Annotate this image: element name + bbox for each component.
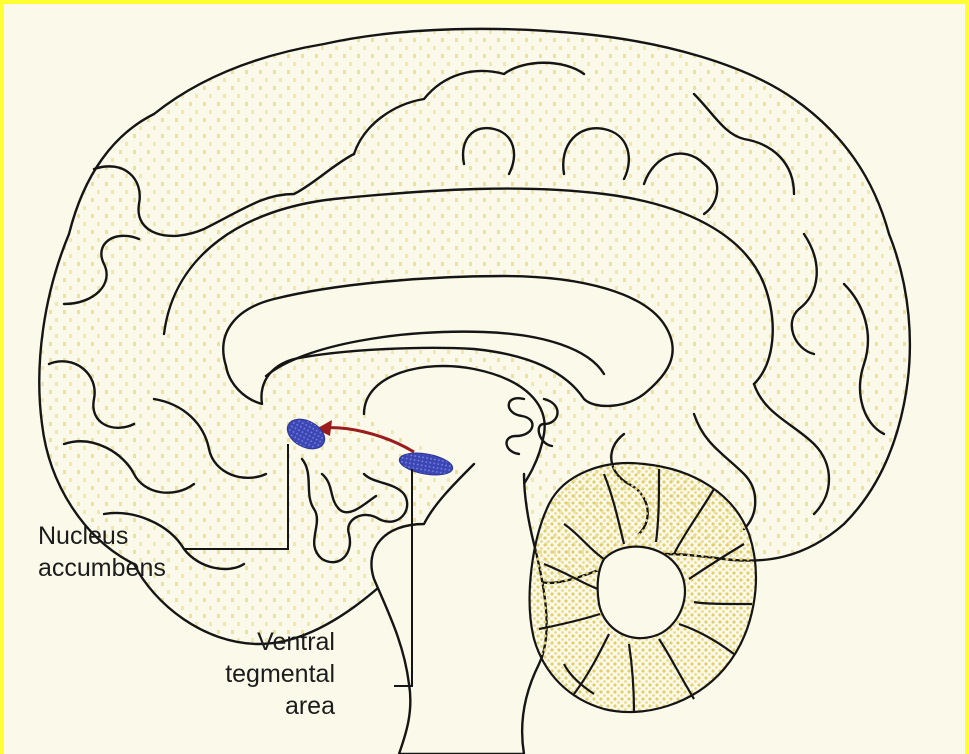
nucleus-accumbens-label: Nucleus accumbens	[38, 520, 166, 584]
brain-sagittal-illustration	[4, 4, 965, 754]
label-line: Nucleus	[38, 520, 166, 552]
cerebellum	[530, 463, 756, 712]
diagram-frame: Nucleus accumbens Ventral tegmental area	[4, 4, 965, 754]
ventral-tegmental-area-label: Ventral tegmental area	[225, 626, 335, 722]
label-line: area	[225, 690, 335, 722]
label-line: accumbens	[38, 552, 166, 584]
label-line: tegmental	[225, 658, 335, 690]
label-line: Ventral	[225, 626, 335, 658]
